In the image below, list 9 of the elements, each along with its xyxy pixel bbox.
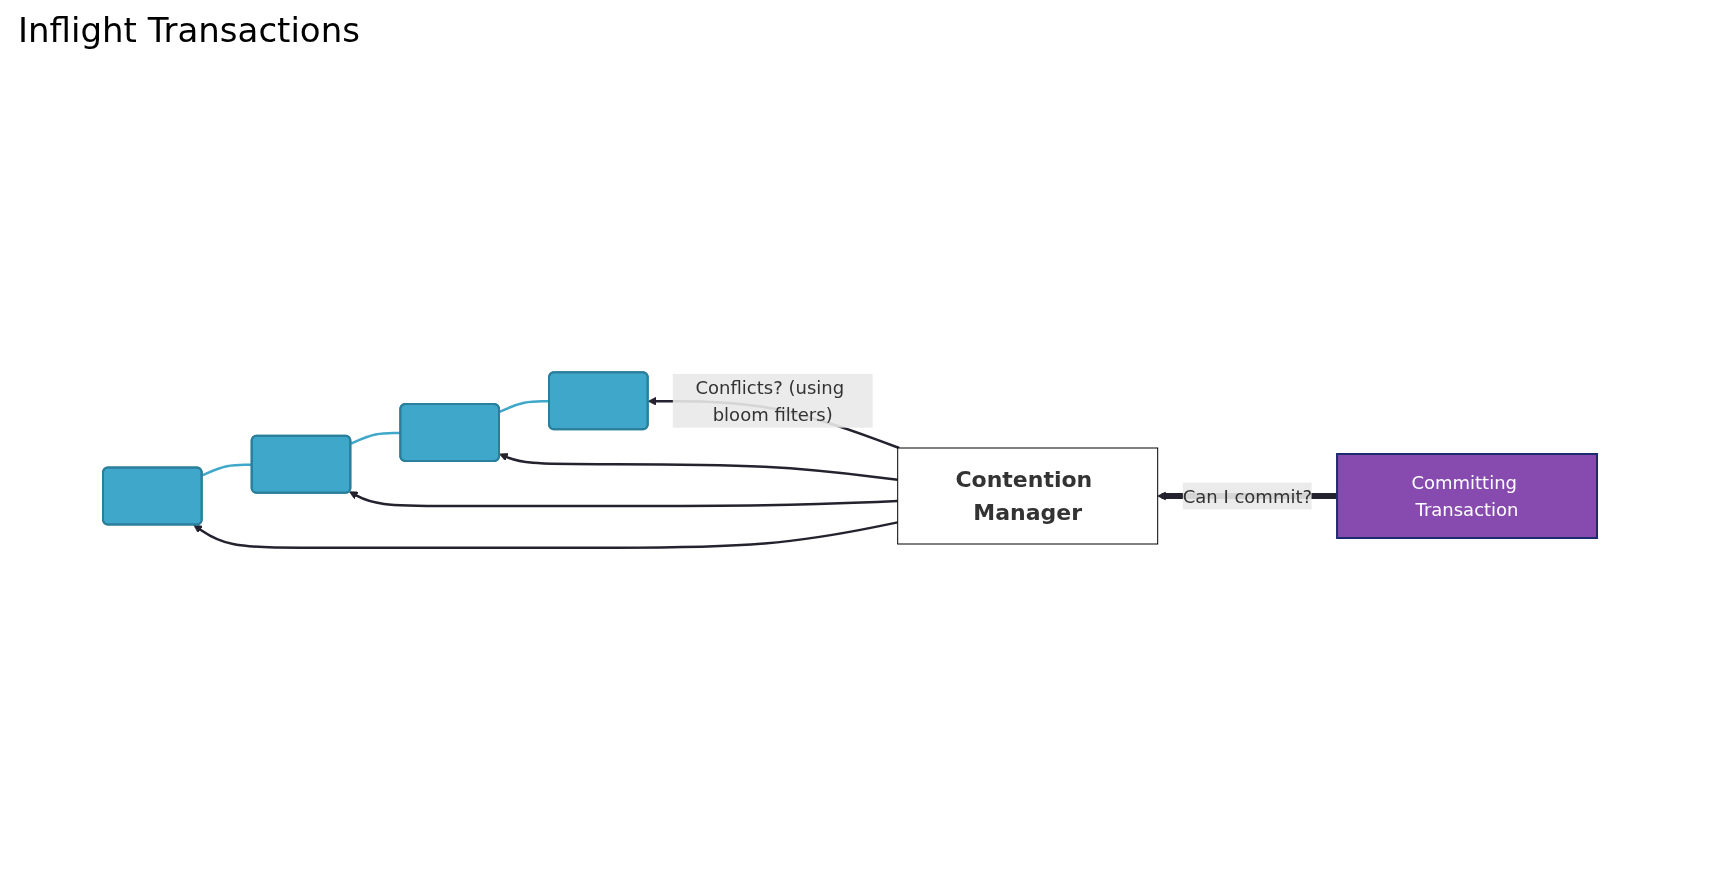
node-box: Committing Transaction	[1336, 453, 1598, 539]
edge-label: Can I commit?	[1182, 485, 1313, 507]
edge-label: Conflicts? (using bloom filters)	[695, 376, 845, 425]
arrow	[193, 521, 898, 549]
arrow	[349, 491, 898, 508]
arrow	[499, 453, 898, 482]
node-box: Contention Manager	[897, 447, 1159, 545]
connector	[350, 431, 401, 445]
diagram-title: Inflight Transactions	[18, 10, 361, 50]
